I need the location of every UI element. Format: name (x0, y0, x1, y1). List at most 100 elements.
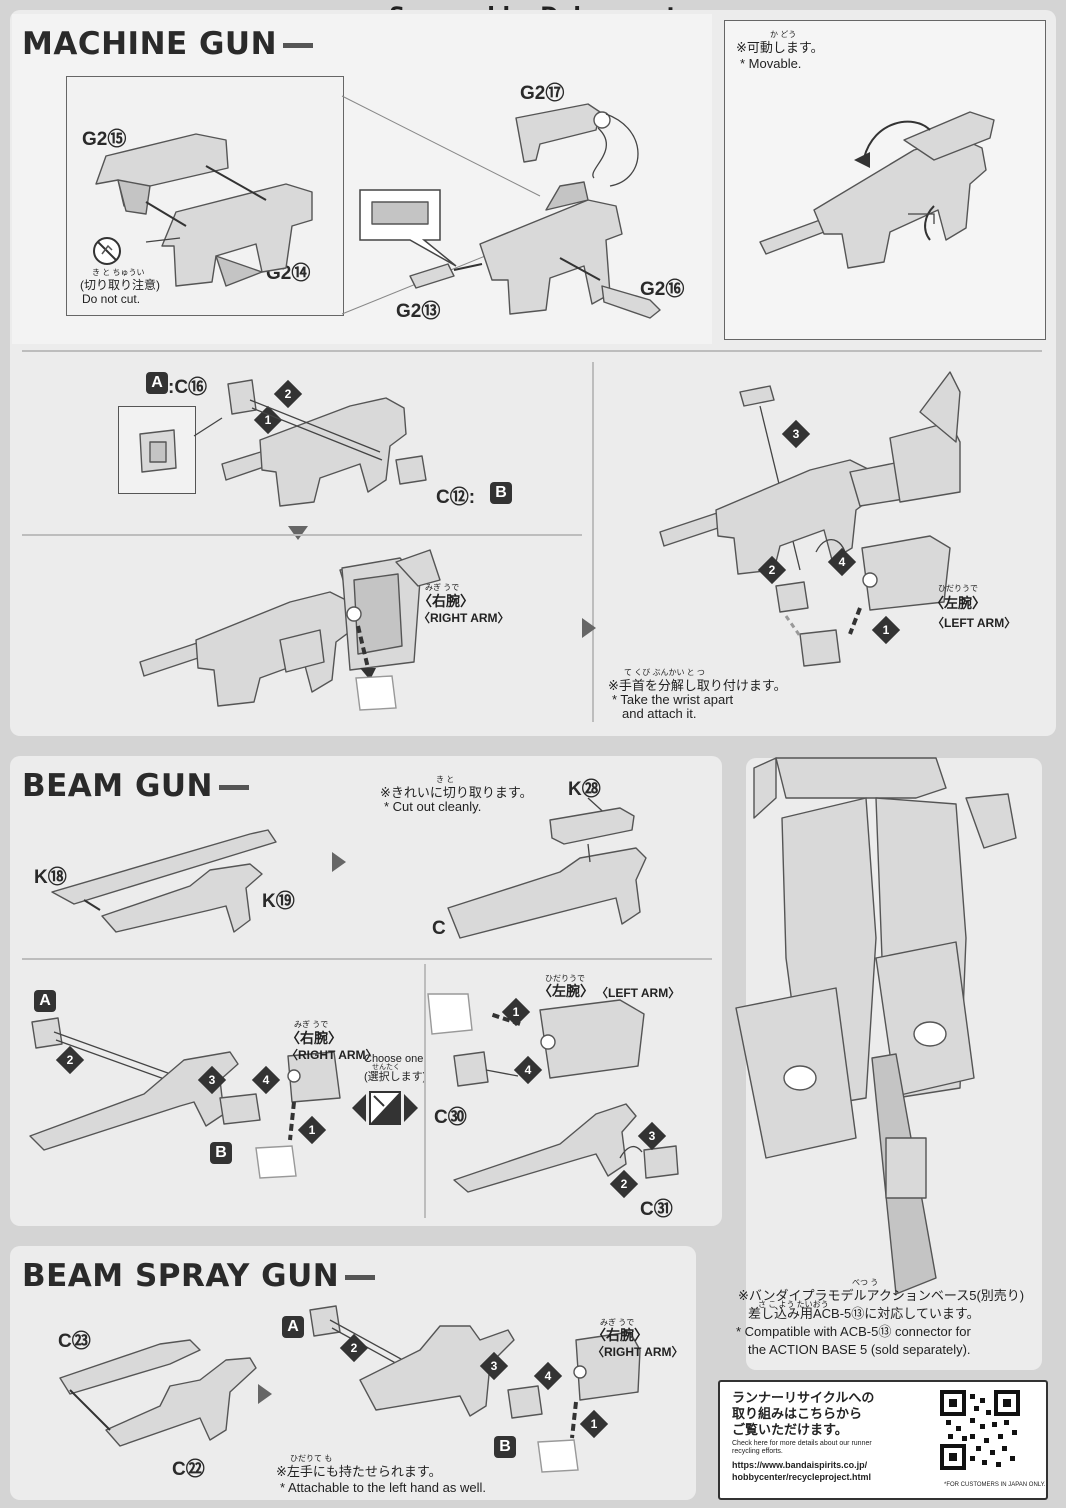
step-3-marker-mg: 3 (781, 419, 811, 449)
wrist-ruby: て くび ぶんかい と つ (624, 668, 705, 677)
part-c22: C㉒ (172, 1459, 205, 1480)
movable-jp: ※可動します。 (736, 40, 824, 55)
beam-gun-left-arm-drawing (427, 993, 679, 1193)
machine-gun-divider (22, 350, 1042, 352)
wrist-jp: ※手首を分解し取り付けます。 (608, 678, 787, 693)
left-arm-en-beam: 〈LEFT ARM〉 (596, 986, 681, 1000)
right-arrow-beam (332, 852, 346, 872)
spray-box-b: B (494, 1436, 516, 1458)
part-c30: C㉚ (434, 1107, 467, 1128)
figure-legs-drawing (735, 757, 1017, 1295)
right-arm-en-mg: 〈RIGHT ARM〉 (418, 611, 510, 625)
part-c23: C㉓ (58, 1331, 91, 1352)
beam-spray-parts-drawing (59, 1339, 257, 1447)
choose-ruby: せんたく (372, 1064, 400, 1071)
step-1-beam-left: 1 (501, 997, 531, 1027)
step-4-marker-mg: 4 (827, 547, 857, 577)
choose-jp: (選択します) (364, 1071, 427, 1083)
part-g2-15: G2⑮ (82, 129, 127, 150)
step-2-spray: 2 (339, 1333, 369, 1363)
do-not-cut-en: Do not cut. (82, 292, 141, 306)
beam-box-b: B (210, 1142, 232, 1164)
recycle-en-2: recycling efforts. (732, 1448, 783, 1455)
beam-gun-right-arm-drawing (29, 1017, 341, 1179)
beam-spray-right-arm-drawing (309, 1305, 641, 1473)
part-a-c16: :C⑯ (168, 377, 208, 398)
machine-gun-right-arm-drawing (139, 549, 441, 711)
qr-code-icon[interactable] (940, 1390, 1020, 1470)
do-not-cut-jp: (切り取り注意) (80, 278, 160, 292)
machine-gun-grip-drawing (221, 379, 427, 507)
left-arm-ruby-mg: ひだりうで (938, 584, 978, 593)
beam-box-a: A (34, 990, 56, 1012)
left-arm-ruby-beam: ひだりうで (545, 974, 585, 983)
choose-en: Choose one. (364, 1053, 427, 1065)
part-k18: K⑱ (34, 867, 67, 888)
beam-spray-gun-title: BEAM SPRAY GUN (22, 1258, 375, 1294)
right-arm-ruby-spray: みぎ うで (600, 1318, 635, 1327)
part-g2-17: G2⑰ (520, 83, 565, 104)
cut-en: * Cut out cleanly. (384, 799, 482, 814)
step-4-beam-left: 4 (513, 1055, 543, 1085)
part-c-beam: C (432, 918, 446, 939)
step-1-spray: 1 (579, 1409, 609, 1439)
step-2-marker-mg: 2 (757, 555, 787, 585)
left-hand-ruby: ひだりて も (290, 1454, 333, 1463)
down-arrow (288, 526, 308, 540)
left-hand-jp: ※左手にも持たせられます。 (276, 1464, 442, 1479)
step-4-beam: 4 (251, 1065, 281, 1095)
step-2-beam: 2 (55, 1045, 85, 1075)
recycle-url-2[interactable]: hobbycenter/recycleproject.html (732, 1472, 872, 1482)
left-hand-en: * Attachable to the left hand as well. (280, 1480, 486, 1495)
hand-box-b: B (490, 482, 512, 504)
step-3-beam-left: 3 (637, 1121, 667, 1151)
recycle-url-1[interactable]: https://www.bandaispirits.co.jp/ (732, 1460, 868, 1470)
part-k28: K㉘ (568, 779, 601, 800)
hand-box-a: A (146, 372, 168, 394)
spray-box-a: A (282, 1316, 304, 1338)
part-g2-16: G2⑯ (640, 279, 685, 300)
movable-gun-drawing (759, 111, 995, 269)
step-1-marker-mg: 1 (871, 615, 901, 645)
movable-ruby: か どう (770, 30, 797, 39)
right-arrow-spray (258, 1384, 272, 1404)
wrist-en-2: and attach it. (622, 706, 697, 721)
do-not-cut-ruby: き と ちゅうい (92, 268, 145, 277)
right-arm-en-spray: 〈RIGHT ARM〉 (592, 1345, 684, 1359)
grip-zoom-drawing (139, 417, 223, 473)
left-arm-jp-mg: 〈左腕〉 (930, 595, 986, 611)
machine-gun-assembly-drawing (359, 103, 661, 319)
beam-gun-parts-drawing (51, 829, 277, 933)
step-3-beam: 3 (197, 1065, 227, 1095)
right-arm-jp-beam: 〈右腕〉 (286, 1030, 342, 1046)
machine-gun-parts-drawing (95, 133, 313, 287)
right-arm-jp-spray: 〈右腕〉 (592, 1327, 648, 1343)
do-not-cut-icon (93, 237, 121, 265)
right-arm-jp-mg: 〈右腕〉 (418, 593, 474, 609)
step-1-beam: 1 (297, 1115, 327, 1145)
beam-horizontal-divider (22, 958, 712, 960)
part-c12: C⑫: (436, 487, 476, 508)
action-base-jp-1: ※バンダイプラモデルアクションベース5(別売り) (738, 1288, 1025, 1303)
action-base-en-1: * Compatible with ACB-5⑬ connector for (736, 1324, 971, 1339)
part-c31: C㉛ (640, 1199, 673, 1220)
left-arm-en-mg: 〈LEFT ARM〉 (932, 616, 1017, 630)
machine-gun-left-arm-drawing (659, 371, 961, 667)
action-base-ruby-2: さ こ よう たいおう (758, 1300, 829, 1309)
action-base-ruby: べつ う (852, 1278, 879, 1287)
action-base-jp-2: 差し込み用ACB-5⑬に対応しています。 (748, 1306, 980, 1321)
step-vertical-divider (592, 362, 594, 722)
right-arrow (582, 618, 596, 638)
cut-ruby: き と (436, 775, 455, 784)
action-base-en-2: the ACTION BASE 5 (sold separately). (748, 1342, 971, 1357)
right-arm-ruby-beam: みぎ うで (294, 1020, 329, 1029)
beam-vertical-divider (424, 964, 426, 1218)
recycle-en-1: Check here for more details about our ru… (732, 1440, 872, 1447)
part-k19: K⑲ (262, 891, 295, 912)
part-g2-13: G2⑬ (396, 301, 441, 322)
cut-jp: ※きれいに切り取ります。 (380, 785, 533, 800)
zoom-lines (341, 95, 541, 315)
step-3-spray: 3 (479, 1351, 509, 1381)
step-divider (22, 534, 582, 536)
step-4-spray: 4 (533, 1361, 563, 1391)
